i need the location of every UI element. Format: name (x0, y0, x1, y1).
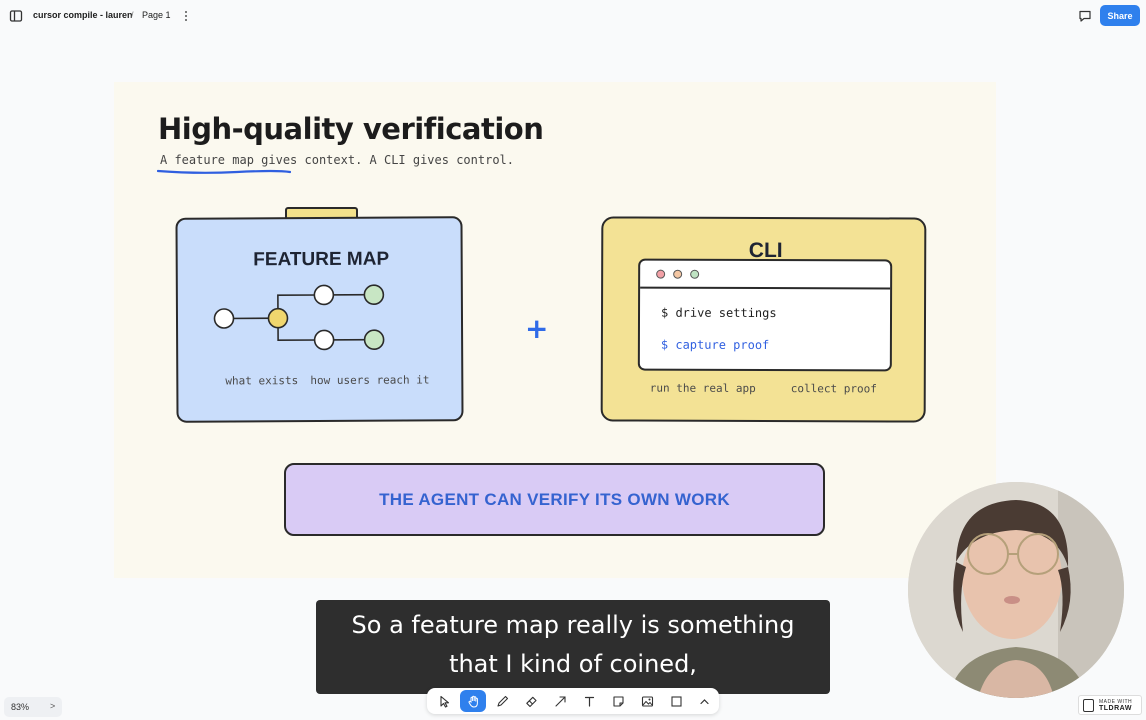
chevron-up-icon[interactable] (691, 690, 717, 712)
zoom-level: 83% (11, 702, 30, 712)
feature-map-graph (213, 284, 385, 351)
agent-banner-text: THE AGENT CAN VERIFY ITS OWN WORK (379, 489, 730, 509)
cli-label-right: collect proof (790, 382, 877, 396)
made-with-tldraw-badge[interactable]: MADE WITH TLDRAW (1078, 695, 1142, 715)
caption-line-2: that I kind of coined, (449, 650, 697, 678)
terminal-title-bar (640, 260, 891, 290)
graph-node-bottom-leaf (363, 329, 385, 351)
window-dot-red (656, 269, 666, 279)
note-icon[interactable] (605, 690, 631, 712)
feature-map-label-right: how users reach it (310, 373, 430, 388)
chevron-right-icon[interactable]: > (50, 701, 56, 711)
eraser-icon[interactable] (518, 690, 544, 712)
zoom-control[interactable]: 83% > (4, 697, 62, 717)
image-icon[interactable] (634, 690, 660, 712)
text-icon[interactable] (576, 690, 602, 712)
tool-bar (427, 688, 719, 714)
feature-map-label-left: what exists (225, 374, 299, 388)
graph-node-top-leaf (363, 284, 385, 306)
terminal-command-2: $ capture proof (660, 337, 770, 353)
graph-node-bottom (313, 329, 335, 351)
terminal-window: $ drive settings $ capture proof (637, 258, 893, 372)
agent-banner: THE AGENT CAN VERIFY ITS OWN WORK (284, 463, 825, 536)
window-dot-yellow (673, 269, 683, 279)
caption-line-1: So a feature map really is something (351, 611, 795, 639)
sidebar-toggle-icon[interactable] (9, 9, 23, 23)
graph-node-hub (267, 307, 289, 329)
slide-subtitle: A feature map gives context. A CLI gives… (160, 153, 515, 167)
underline-stroke (157, 169, 291, 174)
slide-title: High-quality verification (158, 112, 544, 146)
terminal-command-1: $ drive settings (660, 305, 777, 321)
badge-bottom-text: TLDRAW (1099, 705, 1132, 712)
slide-frame: High-quality verification A feature map … (114, 82, 996, 578)
arrow-icon[interactable] (547, 690, 573, 712)
badge-top-text: MADE WITH (1099, 699, 1133, 705)
breadcrumb-separator: / (131, 10, 134, 20)
feature-map-title: FEATURE MAP (253, 248, 390, 271)
graph-node-root (213, 308, 235, 329)
page-name[interactable]: Page 1 (142, 10, 171, 20)
page-menu-icon[interactable] (181, 9, 191, 23)
draw-icon[interactable] (489, 690, 515, 712)
subtitle-caption: So a feature map really is something tha… (316, 600, 830, 694)
top-bar: cursor compile - lauren / Page 1 Share (0, 0, 1146, 32)
share-button[interactable]: Share (1100, 5, 1140, 26)
rectangle-icon[interactable] (663, 690, 689, 712)
hand-icon[interactable] (460, 690, 486, 712)
select-icon[interactable] (431, 690, 457, 712)
document-title[interactable]: cursor compile - lauren (33, 10, 133, 20)
plus-sign: + (525, 312, 549, 345)
tldraw-logo-icon (1083, 699, 1094, 712)
window-dot-green (690, 269, 700, 279)
comment-icon[interactable] (1078, 9, 1092, 23)
cli-card: CLI $ drive settings $ capture proof run… (600, 216, 927, 423)
webcam-video (908, 482, 1124, 698)
presenter-image (908, 482, 1124, 698)
feature-map-card: FEATURE MAP what exists how users reach … (175, 216, 464, 423)
graph-node-top (313, 284, 335, 306)
cli-label-left: run the real app (649, 381, 756, 395)
